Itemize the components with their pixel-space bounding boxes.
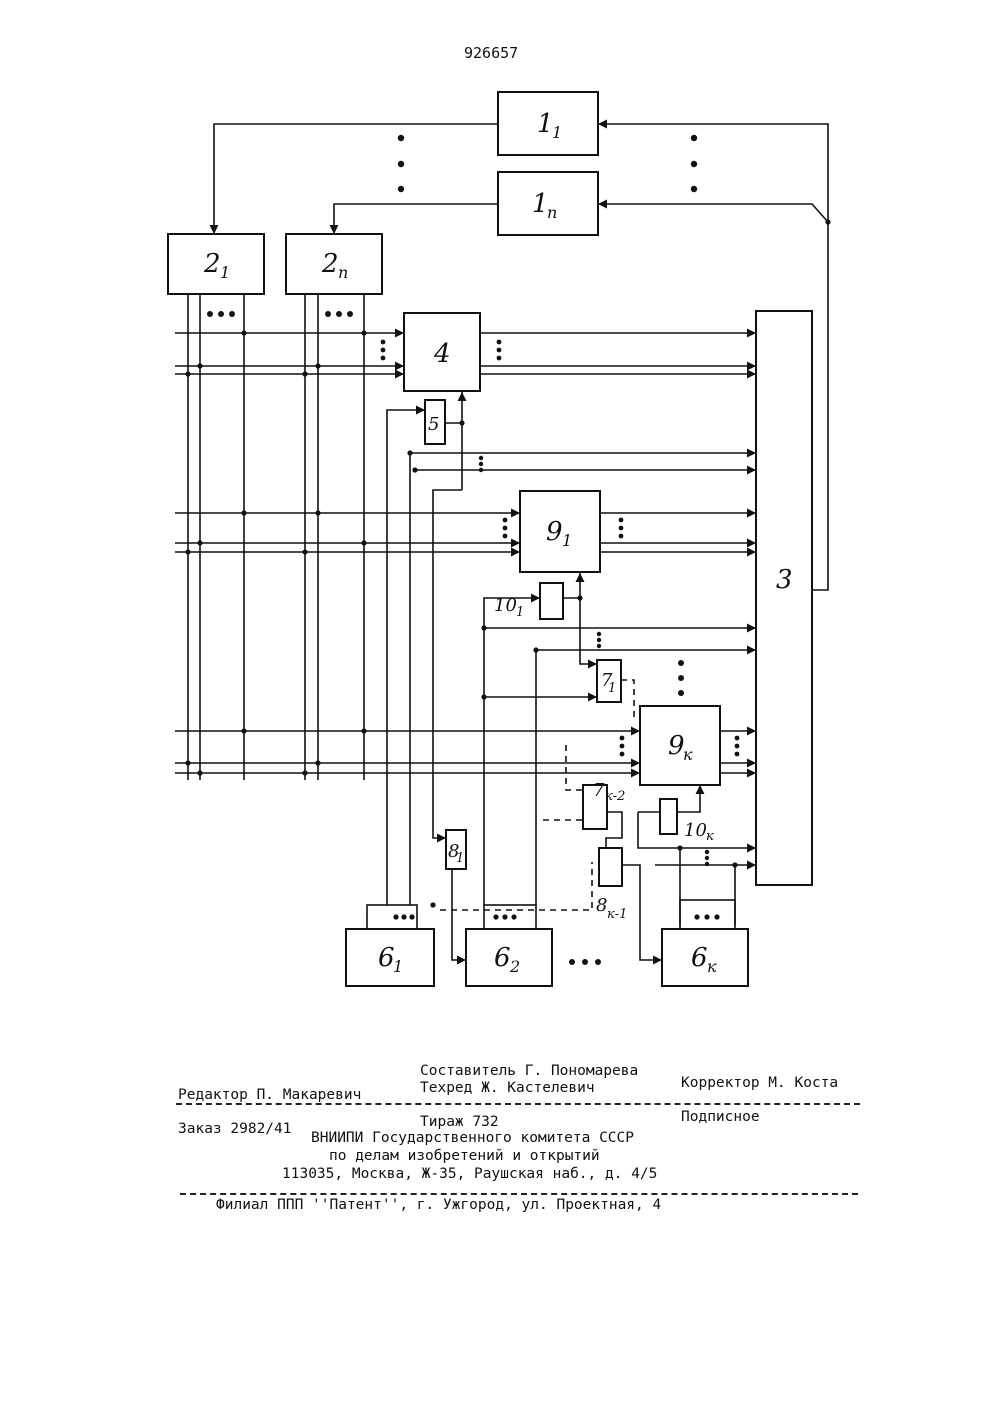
block-9-1: 9 1 xyxy=(520,491,600,572)
block-10-k-label: 10 xyxy=(684,820,707,841)
compiler-line: Составитель Г. Пономарева xyxy=(420,1063,638,1079)
block-1-1: 1 1 xyxy=(498,92,598,155)
block-6-k: 6 к xyxy=(662,929,748,986)
divider-bottom xyxy=(180,1193,858,1195)
block-4-label: 4 xyxy=(433,339,451,369)
control-wires xyxy=(387,392,756,960)
org-line-2: по делам изобретений и открытий xyxy=(329,1148,600,1164)
divider-top xyxy=(176,1103,860,1105)
block-9-k: 9 к xyxy=(640,706,720,785)
block-6-k-label: 6 xyxy=(691,943,708,973)
block-2-n: 2 п xyxy=(286,234,382,294)
block-7-k-2-sub: к-2 xyxy=(605,789,625,804)
editor-line: Редактор П. Макаревич xyxy=(178,1087,361,1103)
block-9-1-sub: 1 xyxy=(562,531,572,550)
block-6-2-label: 6 xyxy=(494,943,511,973)
junction-dots xyxy=(185,219,830,907)
block-1-1-sub: 1 xyxy=(552,123,562,142)
block-8-1: 8 1 xyxy=(446,830,466,869)
block-10-k: 10 к xyxy=(660,799,714,844)
block-6-k-sub: к xyxy=(707,957,717,976)
corrector-line: Корректор М. Коста xyxy=(681,1075,838,1091)
block-8-1-sub: 1 xyxy=(456,851,464,866)
block-4: 4 xyxy=(404,313,480,391)
block-5: 5 xyxy=(425,400,445,444)
block-6-2-sub: 2 xyxy=(509,957,520,976)
block-8-k-1-label: 8 xyxy=(596,895,607,916)
techred-line: Техред Ж. Кастелевич xyxy=(420,1080,595,1096)
block-3: 3 xyxy=(756,311,812,885)
circulation-line: Тираж 732 xyxy=(420,1114,499,1130)
block-10-1: 10 1 xyxy=(494,583,563,620)
block-7-k-2: 7 к-2 xyxy=(583,780,625,829)
block6-connectors xyxy=(367,900,735,929)
block-2-1-label: 2 xyxy=(203,249,221,279)
block-8-k-1-sub: к-1 xyxy=(607,907,627,922)
block-1-n: 1 п xyxy=(498,172,598,235)
block-10-1-label: 10 xyxy=(494,595,517,616)
address-line: 113035, Москва, Ж-35, Раушская наб., д. … xyxy=(282,1166,657,1182)
block-7-k-2-label: 7 xyxy=(593,780,605,801)
subscription-line: Подписное xyxy=(681,1109,760,1125)
block-10-k-sub: к xyxy=(706,829,714,844)
block-2-n-sub: п xyxy=(338,263,348,282)
block-6-1: 6 1 xyxy=(346,929,434,986)
block-7-1-sub: 1 xyxy=(608,681,616,696)
block-2-n-label: 2 xyxy=(321,249,339,279)
block-7-1: 7 1 xyxy=(597,660,621,702)
block-6-2: 6 2 xyxy=(466,929,552,986)
block-6-1-sub: 1 xyxy=(393,957,403,976)
block-10-1-sub: 1 xyxy=(516,605,524,620)
block-1-n-sub: п xyxy=(547,203,557,222)
block-5-label: 5 xyxy=(428,414,439,435)
order-line: Заказ 2982/41 xyxy=(178,1121,292,1137)
org-line-1: ВНИИПИ Государственного комитета СССР xyxy=(311,1130,634,1146)
block-8-k-1: 8 к-1 xyxy=(596,848,627,922)
block-2-1-sub: 1 xyxy=(220,263,230,282)
block-9-k-sub: к xyxy=(683,745,693,764)
block-3-label: 3 xyxy=(776,565,793,595)
block-9-1-label: 9 xyxy=(546,517,563,547)
branch-line: Филиал ППП ''Патент'', г. Ужгород, ул. П… xyxy=(216,1197,661,1213)
block-2-1: 2 1 xyxy=(168,234,264,294)
